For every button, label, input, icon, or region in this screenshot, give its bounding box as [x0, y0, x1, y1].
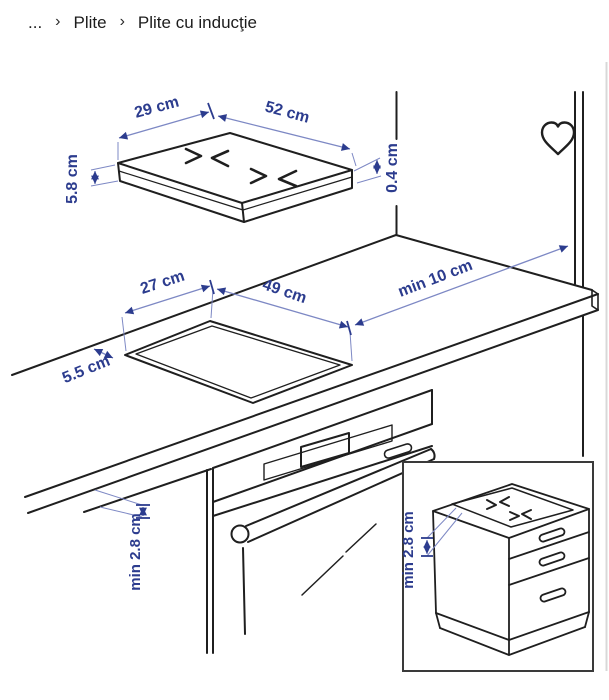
- dim-hob-rim: 0.4 cm: [384, 143, 401, 193]
- dim-wall-clearance: min 10 cm: [396, 257, 475, 301]
- breadcrumb-item-plite[interactable]: Plite: [73, 13, 107, 32]
- base-cabinet-drawing: [432, 483, 590, 656]
- oven-display: [300, 432, 350, 468]
- inset-dimension: min 2.8 cm: [400, 507, 463, 589]
- drawer-divider: [508, 557, 590, 586]
- drawer-handle: [538, 527, 566, 543]
- favorite-button[interactable]: [540, 121, 576, 156]
- breadcrumb: ... › Plite › Plite cu inducţie: [28, 13, 257, 33]
- burner-marks: [184, 147, 298, 188]
- inset-burner-marks: [486, 496, 532, 521]
- hob-drawing: [117, 132, 353, 223]
- dim-hob-width: 29 cm: [133, 94, 181, 122]
- oven-door-edge: [242, 547, 246, 635]
- dim-under-clearance: min 2.8 cm: [127, 513, 144, 591]
- chevron-right-icon: ›: [55, 13, 61, 30]
- glass-shine-lines: [301, 523, 377, 596]
- breadcrumb-item-plite-cu-inductie[interactable]: Plite cu inducţie: [137, 13, 257, 32]
- control-panel-frame: [263, 424, 393, 481]
- dim-cutout-length: 49 cm: [260, 276, 308, 307]
- cutout-inner-rim: [135, 325, 341, 399]
- inset-hob: [451, 487, 574, 528]
- dim-cutout-width: 27 cm: [138, 268, 186, 298]
- inset-detail-box: min 2.8 cm: [400, 461, 594, 672]
- dim-hob-length: 52 cm: [263, 99, 311, 127]
- dim-inset-clearance: min 2.8 cm: [400, 511, 417, 589]
- wall-lines: [395, 91, 584, 288]
- dim-hob-height: 5.8 cm: [64, 154, 81, 204]
- drawer-handle: [538, 551, 566, 567]
- drawer-handle: [539, 587, 567, 603]
- countertop-drawing: [11, 234, 599, 514]
- breadcrumb-ellipsis[interactable]: ...: [28, 13, 43, 32]
- heart-icon: [540, 121, 576, 156]
- cutout-outline: [124, 320, 353, 404]
- drawer-divider: [508, 531, 590, 560]
- chevron-right-icon: ›: [119, 13, 125, 30]
- dim-back-edge: 5.5 cm: [60, 353, 113, 387]
